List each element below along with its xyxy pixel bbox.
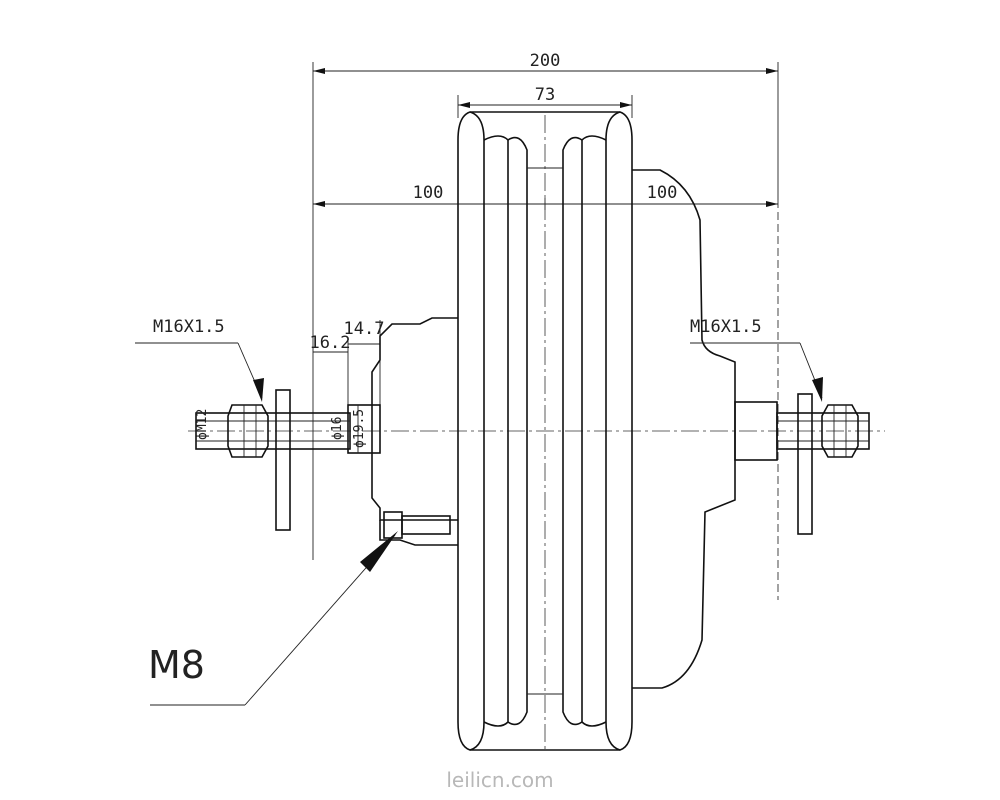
- callout-left-nut: M16X1.5: [135, 317, 264, 402]
- right-hub-cover: [632, 169, 778, 689]
- callout-label-right-nut: M16X1.5: [690, 317, 762, 337]
- left-washer: [275, 389, 291, 531]
- right-axle: [776, 393, 870, 535]
- left-axle: ϕM12 ϕ16 ϕ19.5: [195, 389, 367, 531]
- dimension-label-left-half: 100: [413, 183, 444, 203]
- dimension-label-shaft-dia-2: ϕ19.5: [352, 409, 367, 448]
- watermark-text: leilicn.com: [446, 768, 553, 792]
- dimension-label-axle-step-1: 16.2: [310, 333, 351, 353]
- dimension-label-shaft-dia-1: ϕ16: [330, 417, 345, 440]
- callout-label-mount-bolt: M8: [148, 643, 205, 687]
- right-washer: [797, 393, 813, 535]
- extension-lines: [312, 62, 779, 600]
- callout-label-left-nut: M16X1.5: [153, 317, 225, 337]
- left-nut: [227, 404, 269, 458]
- dimension-label-right-half: 100: [647, 183, 678, 203]
- dimension-label-axle-step-2: 14.7: [344, 319, 385, 339]
- left-hub-cover: [347, 317, 458, 546]
- dimension-label-rim: 73: [535, 85, 555, 105]
- callout-mount-bolt: M8: [148, 531, 398, 706]
- dimension-overall: 200: [313, 51, 778, 74]
- mount-bolt: [383, 511, 451, 539]
- callout-right-nut: M16X1.5: [690, 317, 823, 402]
- dimension-axle-steps: 16.2 14.7: [310, 319, 385, 405]
- tyre-rim: [457, 111, 633, 751]
- dimension-rim: 73: [458, 85, 632, 108]
- dimension-label-thread-dia: ϕM12: [195, 409, 210, 440]
- dimension-halves: 100 100: [313, 183, 778, 210]
- dimension-label-overall: 200: [530, 51, 561, 71]
- right-nut: [821, 404, 859, 458]
